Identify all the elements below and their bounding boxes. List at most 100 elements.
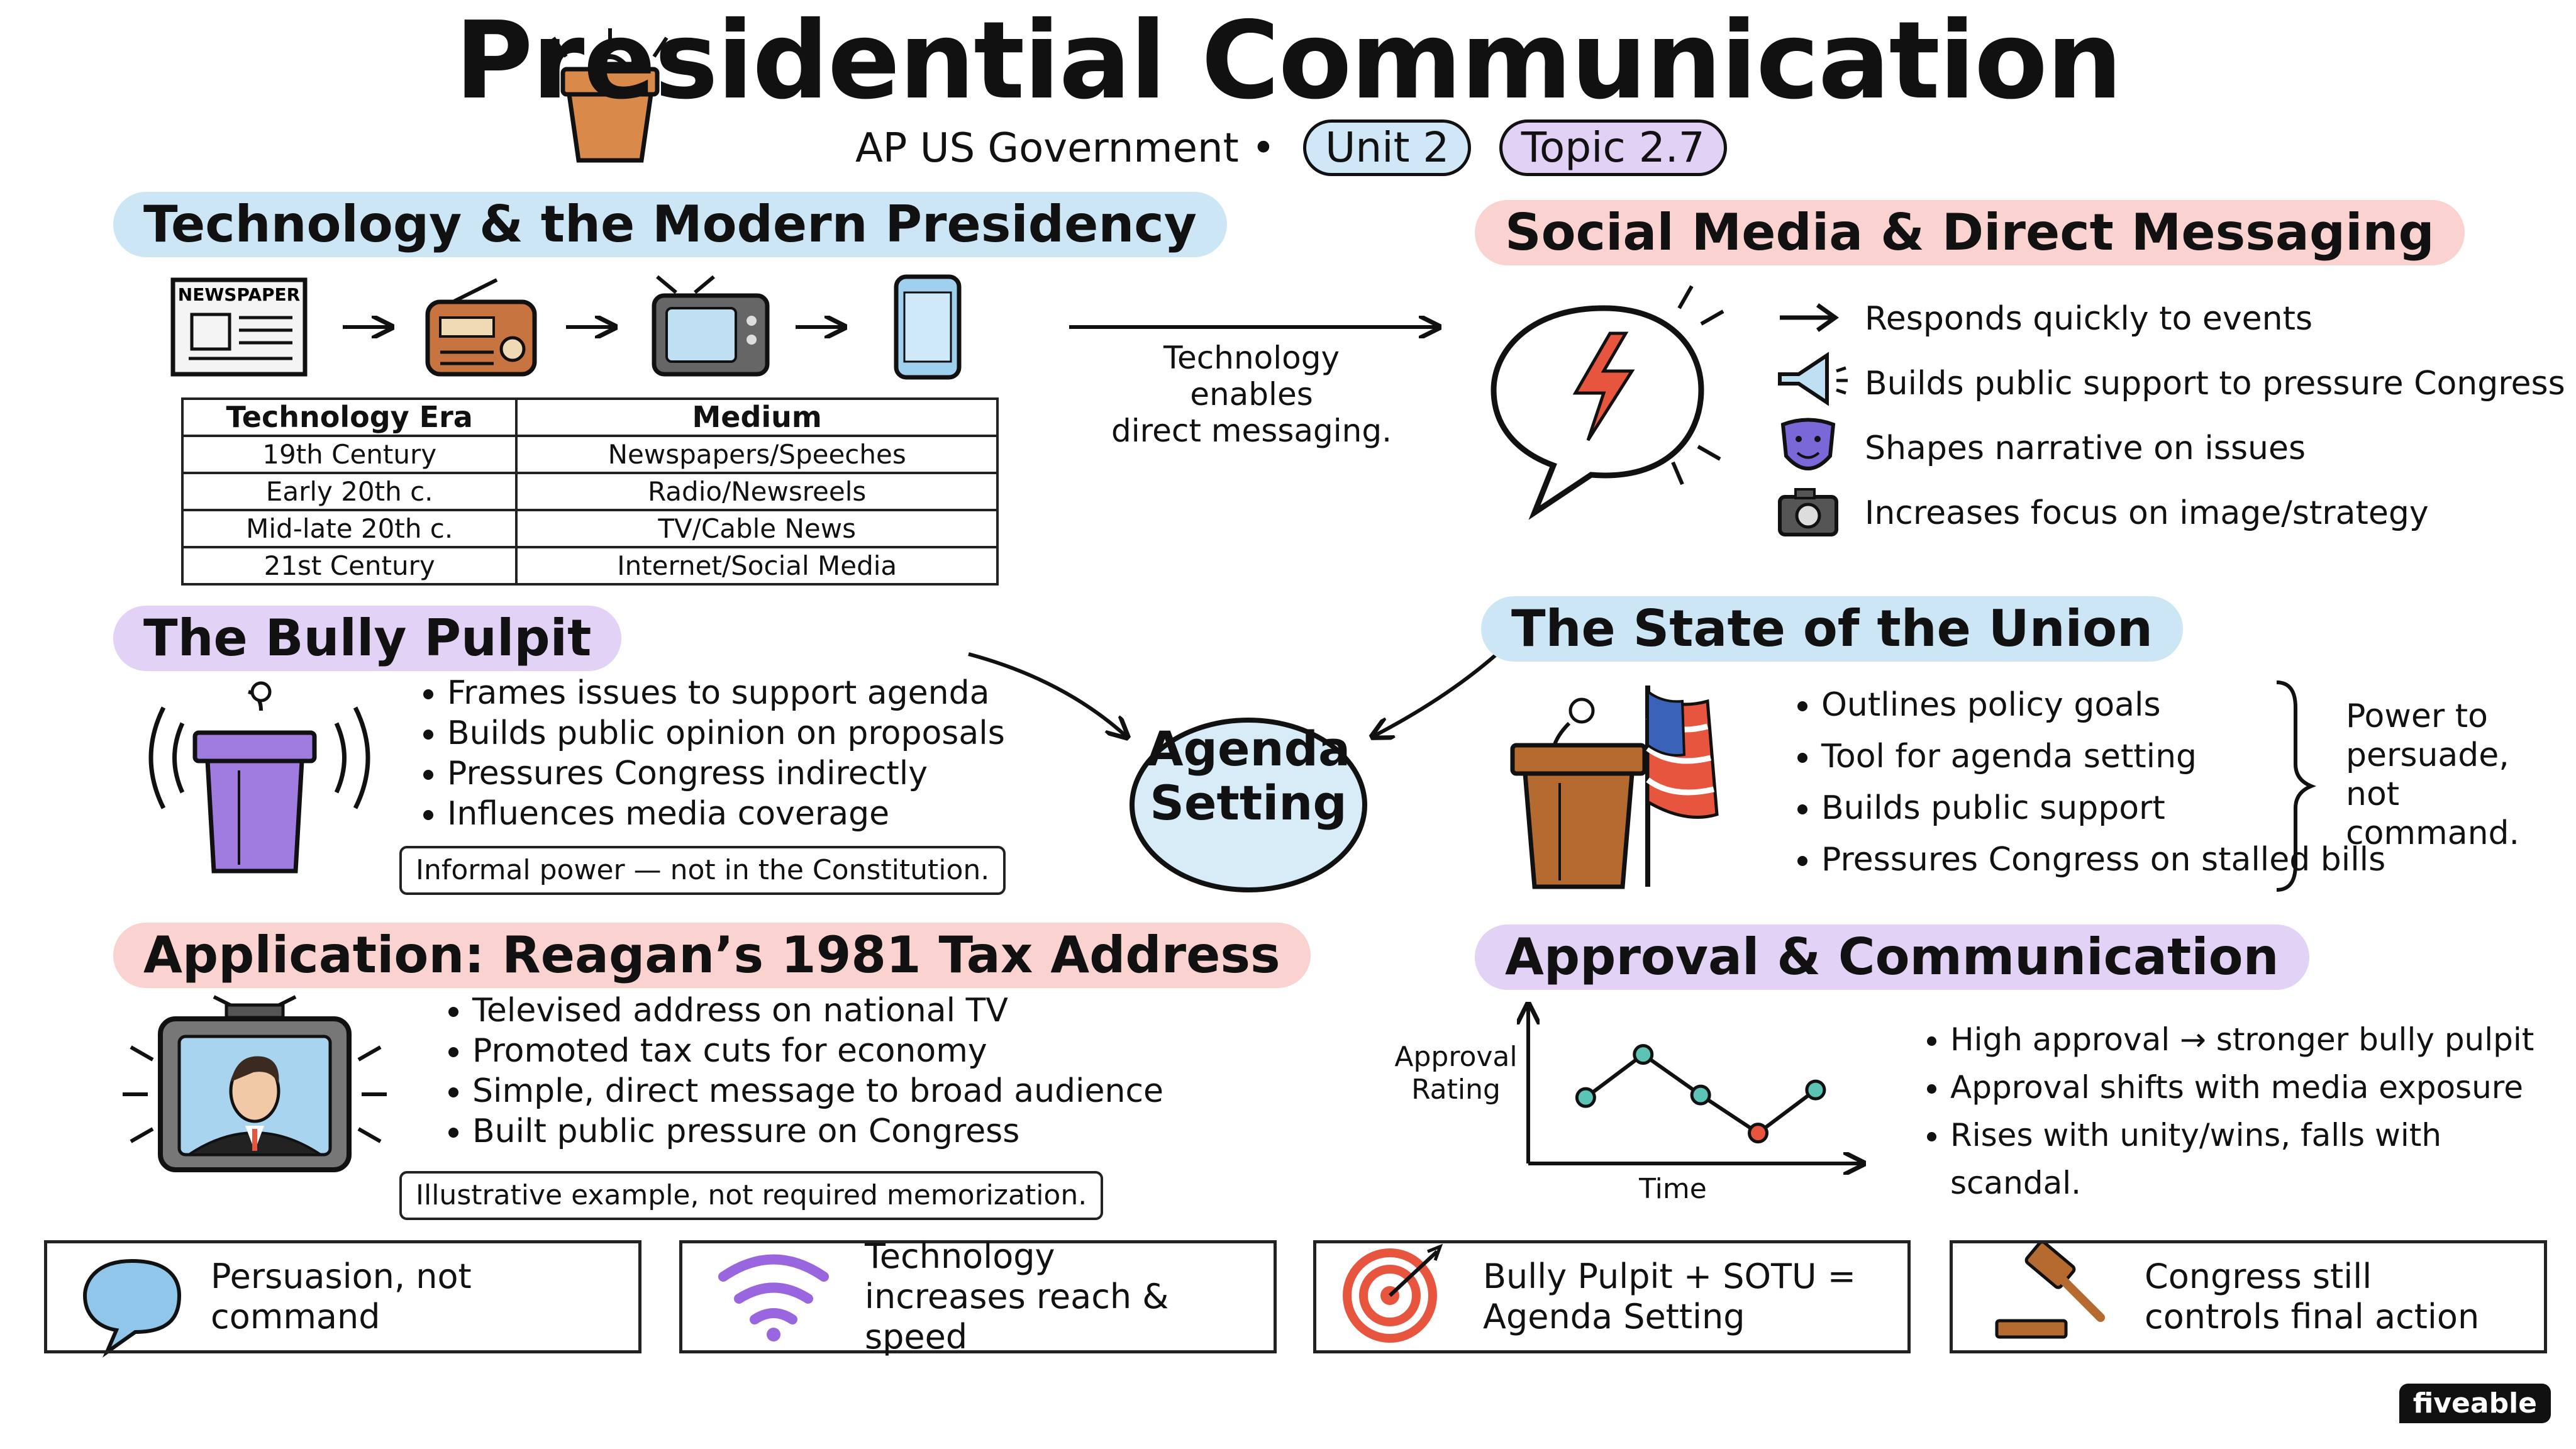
era-cell: Early 20th c. [180, 472, 518, 511]
lightning-speech-bubble-icon [1491, 285, 1724, 520]
medium-cell: TV/Cable News [515, 509, 999, 548]
sotu-bullets: Outlines policy goals Tool for agenda se… [1786, 679, 2385, 886]
fiveable-logo: fiveable [2399, 1384, 2551, 1423]
approval-point [1805, 1079, 1826, 1101]
tv-broadcast-icon [123, 995, 387, 1172]
speech-bubble-icon [82, 1258, 182, 1358]
agenda-line: Agenda [1146, 721, 1351, 777]
brace-line: not command. [2346, 775, 2520, 852]
agenda-setting-ellipse [1130, 718, 1367, 892]
list-item: Shapes narrative on issues [1865, 429, 2306, 467]
list-item: Rises with unity/wins, falls with scanda… [1950, 1111, 2576, 1207]
card-text: Congress still controls final action [2145, 1257, 2480, 1336]
list-item: Approval shifts with media exposure [1950, 1063, 2576, 1111]
arrow-caption: Technology enables direct messaging. [1088, 340, 1415, 449]
footer-card-persuasion: Persuasion, not command [44, 1240, 641, 1353]
approval-point [1690, 1084, 1711, 1106]
medium-cell: Newspapers/Speeches [515, 435, 999, 474]
social-list: Responds quickly to events Builds public… [1865, 286, 2565, 545]
list-item: Outlines policy goals [1821, 679, 2385, 731]
ylabel-line: Rating [1411, 1074, 1501, 1106]
agenda-line: Setting [1150, 775, 1347, 831]
bully-pulpit-note: Informal power — not in the Constitution… [399, 846, 1006, 895]
list-item: Built public pressure on Congress [472, 1111, 1163, 1152]
list-item: High approval → stronger bully pulpit [1950, 1016, 2576, 1063]
bully-pulpit-bullets: Frames issues to support agenda Builds p… [412, 673, 1005, 834]
list-item: Builds public support [1821, 782, 2385, 834]
smartphone-icon [894, 274, 962, 380]
megaphone-icon [1778, 352, 1848, 406]
list-item: Simple, direct message to broad audience [472, 1071, 1163, 1111]
table-header: Medium [515, 397, 999, 437]
technology-heading: Technology & the Modern Presidency [113, 192, 1227, 257]
reagan-bullets: Televised address on national TV Promote… [437, 991, 1163, 1152]
card-text: Persuasion, not command [211, 1257, 472, 1336]
medium-cell: Radio/Newsreels [515, 472, 999, 511]
camera-icon [1778, 488, 1838, 536]
caption-line: Technology [1163, 340, 1340, 376]
list-item: Promoted tax cuts for economy [472, 1031, 1163, 1071]
target-icon [1343, 1243, 1443, 1343]
list-item: Pressures Congress indirectly [447, 753, 1005, 794]
medium-cell: Internet/Social Media [515, 546, 999, 586]
wooden-podium-icon [1510, 697, 1647, 889]
footer-card-technology: Technology increases reach & speed [679, 1236, 1277, 1357]
approval-heading: Approval & Communication [1475, 924, 2309, 990]
reagan-note: Illustrative example, not required memor… [399, 1171, 1104, 1220]
purple-podium-icon [148, 681, 370, 874]
list-item: Increases focus on image/strategy [1865, 494, 2429, 532]
brace-line: Power to [2346, 697, 2488, 735]
caption-line: direct messaging. [1111, 413, 1392, 449]
approval-point [1633, 1044, 1654, 1065]
footer-card-agenda: Bully Pulpit + SOTU = Agenda Setting [1313, 1240, 1911, 1353]
brace-annotation: Power to persuade, not command. [2346, 697, 2576, 853]
list-item: Responds quickly to events [1865, 299, 2313, 338]
course-name: AP US Government • [855, 125, 1275, 172]
list-item: Pressures Congress on stalled bills [1821, 834, 2385, 886]
ylabel-line: Approval [1394, 1041, 1518, 1073]
topic-badge: Topic 2.7 [1499, 119, 1727, 176]
reagan-heading: Application: Reagan’s 1981 Tax Address [113, 923, 1311, 988]
footer-card-congress: Congress still controls final action [1950, 1240, 2547, 1353]
chart-ylabel: Approval Rating [1380, 1041, 1531, 1106]
agenda-setting-label: Agenda Setting [1132, 722, 1365, 830]
television-icon [652, 275, 770, 377]
wifi-icon [718, 1254, 829, 1341]
arrow-right-icon [1780, 303, 1840, 332]
table-header: Technology Era [180, 397, 518, 437]
approval-point [1748, 1123, 1769, 1144]
radio-icon [425, 278, 537, 377]
table-row: Early 20th c.Radio/Newsreels [180, 472, 999, 511]
bully-pulpit-heading: The Bully Pulpit [113, 606, 622, 671]
card-text: Technology increases reach & speed [865, 1236, 1169, 1357]
card-text: Bully Pulpit + SOTU = Agenda Setting [1483, 1257, 1856, 1336]
list-item: Builds public opinion on proposals [447, 713, 1005, 753]
sotu-heading: The State of the Union [1481, 596, 2183, 662]
list-item: Builds public support to pressure Congre… [1865, 364, 2565, 402]
list-item: Frames issues to support agenda [447, 673, 1005, 713]
era-cell: 19th Century [180, 435, 518, 474]
social-heading: Social Media & Direct Messaging [1475, 200, 2465, 265]
podium-title-icon [552, 28, 669, 163]
page-title: Presidential Communication [455, 0, 2123, 123]
approval-bullets: High approval → stronger bully pulpit Ap… [1915, 1016, 2576, 1207]
approval-line-chart [1528, 1006, 1862, 1163]
approval-point [1575, 1087, 1596, 1108]
era-cell: 21st Century [180, 546, 518, 586]
chart-xlabel: Time [1639, 1173, 1707, 1205]
newspaper-label: NEWSPAPER [178, 284, 300, 305]
list-item: Influences media coverage [447, 794, 1005, 834]
list-item: Televised address on national TV [472, 991, 1163, 1031]
course-subtitle: AP US Government • Unit 2 Topic 2.7 [855, 119, 1727, 177]
theater-mask-icon [1780, 418, 1836, 470]
table-row: Mid-late 20th c.TV/Cable News [180, 509, 999, 548]
era-cell: Mid-late 20th c. [180, 509, 518, 548]
curly-brace [2276, 680, 2317, 892]
american-flag-icon [1645, 686, 1719, 887]
brace-line: persuade, [2346, 736, 2509, 774]
unit-badge: Unit 2 [1303, 119, 1472, 176]
